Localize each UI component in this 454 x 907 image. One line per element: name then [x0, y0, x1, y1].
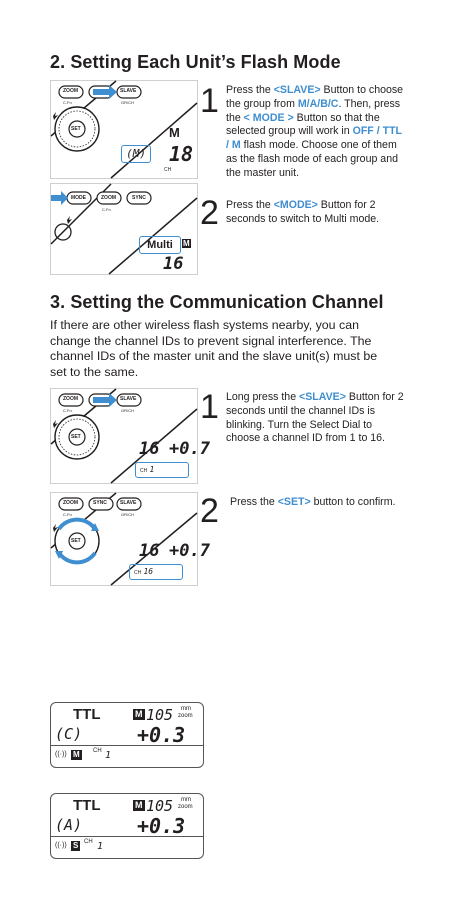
lcd-ch-value: 1 [97, 841, 104, 852]
wireless-icon: ((·)) [55, 842, 67, 849]
lcd-ch-value: 1 [105, 750, 112, 761]
mode-letter: M [169, 125, 180, 140]
ev-value: +0.7 [169, 541, 210, 561]
section-2-title: 2. Setting Each Unit’s Flash Mode [50, 52, 341, 72]
sync-button-label: SYNC [93, 500, 107, 506]
wireless-icon: ((·)) [55, 751, 67, 758]
step-number: 1 [200, 82, 219, 120]
text-run: Press the [226, 199, 274, 211]
lcd-zoom-unit-top: mm [181, 797, 191, 803]
lcd-ch-label: CH [93, 748, 102, 754]
step-3-1-illustration: ZOOM SLAVE C.Fn GR/CH SET 16 +0.7 CH 1 [50, 388, 210, 484]
step-3-2-text: Press the <SET> button to confirm. [230, 496, 410, 510]
slave-button-label: SLAVE [120, 500, 137, 506]
lcd-zoom-value: 105 [146, 797, 174, 815]
m-badge: M [182, 239, 191, 248]
zoom-button-label: ZOOM [63, 88, 78, 94]
lcd-mode: TTL [73, 797, 101, 814]
lcd-divider [51, 836, 203, 837]
grch-label: GR/CH [121, 512, 134, 517]
section-3-intro: If there are other wireless flash system… [50, 318, 378, 379]
zoom-button-label: ZOOM [63, 396, 78, 402]
ev-value: +0.7 [169, 439, 210, 459]
lcd-zoom-unit-bottom: zoom [178, 713, 193, 719]
lcd-panel: TTL M 105 mm zoom (C) +0.3 ((·)) M CH 1 [50, 702, 204, 768]
zoom-button-label: ZOOM [63, 500, 78, 506]
text-run: Long press the [226, 391, 300, 403]
text-run: . Then, press the [226, 97, 401, 124]
step-2-2-illustration: MODE ZOOM SYNC C.Fn Multi M 16 [50, 183, 198, 275]
lcd-value: 16 [139, 541, 160, 561]
grch-label: GR/CH [121, 100, 134, 105]
highlighted-term: <SET> [277, 496, 311, 508]
highlighted-term: <SLAVE> [299, 391, 346, 403]
text-run: Press the [230, 496, 278, 508]
step-number: 2 [200, 194, 219, 232]
slave-button-label: SLAVE [120, 88, 137, 94]
lcd-value: 16 [163, 254, 184, 274]
mode-button-label: MODE [71, 195, 86, 201]
zoom-button-label: ZOOM [101, 195, 116, 201]
slave-button-label: SLAVE [120, 396, 137, 402]
flash-back-panel-illustration [50, 388, 198, 484]
lcd-value: 18 [169, 142, 194, 166]
cfn-label: C.Fn [102, 207, 111, 212]
text-run: button to confirm. [310, 496, 396, 508]
set-button-label: SET [71, 538, 81, 544]
multi-indicator: Multi [139, 236, 181, 254]
lcd-ev: +0.3 [137, 723, 186, 747]
lcd-zoom-unit-bottom: zoom [178, 804, 193, 810]
text-run: Button to choose the group from [226, 84, 404, 110]
lcd-ch-label: CH [84, 839, 93, 845]
highlighted-term: < MODE > [243, 111, 294, 124]
lcd-mode: TTL [73, 706, 101, 723]
flash-back-panel-illustration [50, 183, 198, 275]
channel-indicator: CH 16 [129, 564, 183, 580]
flash-back-panel-illustration [50, 492, 198, 586]
step-2-2-text: Press the <MODE> Button for 2 seconds to… [226, 199, 406, 227]
highlighted-term: <SLAVE> [273, 84, 321, 96]
text-run: Button for 2 seconds until the channel I… [226, 391, 404, 445]
lcd-m-badge: M [133, 709, 145, 720]
lcd-zoom-value: 105 [146, 706, 174, 724]
text-run: Button so that the selected group will w… [226, 111, 380, 138]
highlighted-term: M/A/B/C [297, 97, 339, 110]
step-2-1-illustration: ZOOM SLAVE C.Fn GR/CH SET M (M) 18 CH [50, 80, 198, 179]
step-3-1-text: Long press the <SLAVE> Button for 2 seco… [226, 391, 406, 446]
step-number: 2 [200, 492, 219, 530]
lcd-panel: TTL M 105 mm zoom (A) +0.3 ((·)) S CH 1 [50, 793, 204, 859]
step-3-2-illustration: ZOOM SYNC SLAVE C.Fn GR/CH SET 16 +0.7 C… [50, 492, 210, 586]
lcd-role-badge: S [71, 841, 81, 851]
lcd-divider [51, 745, 203, 746]
section-3-title: 3. Setting the Communication Channel [50, 292, 384, 312]
channel-indicator: CH 1 [135, 462, 189, 478]
set-button-label: SET [71, 126, 81, 132]
cfn-label: C.Fn [63, 100, 72, 105]
set-button-label: SET [71, 434, 81, 440]
highlighted-term: <MODE> [273, 199, 318, 211]
ch-label: CH [164, 167, 172, 173]
text-run: flash mode. Choose one of them as the fl… [226, 139, 398, 179]
lcd-role-badge: M [71, 750, 82, 760]
lcd-zoom-unit-top: mm [181, 706, 191, 712]
sync-button-label: SYNC [132, 195, 146, 201]
lcd-value: 16 [139, 439, 160, 459]
lcd-group: (C) [55, 725, 83, 743]
grch-label: GR/CH [121, 408, 134, 413]
group-indicator: (M) [121, 145, 151, 163]
lcd-group: (A) [55, 816, 83, 834]
lcd-m-badge: M [133, 800, 145, 811]
highlighted-term: OFF / TTL / M [226, 125, 402, 152]
cfn-label: C.Fn [63, 408, 72, 413]
step-2-1-text: Press the <SLAVE> Button to choose the g… [226, 84, 406, 181]
text-run: Press the [226, 84, 274, 96]
text-run: Button for 2 seconds to switch to Multi … [226, 199, 380, 225]
step-number: 1 [200, 388, 219, 426]
flash-back-panel-illustration [50, 80, 198, 179]
cfn-label: C.Fn [63, 512, 72, 517]
lcd-ev: +0.3 [137, 814, 186, 838]
